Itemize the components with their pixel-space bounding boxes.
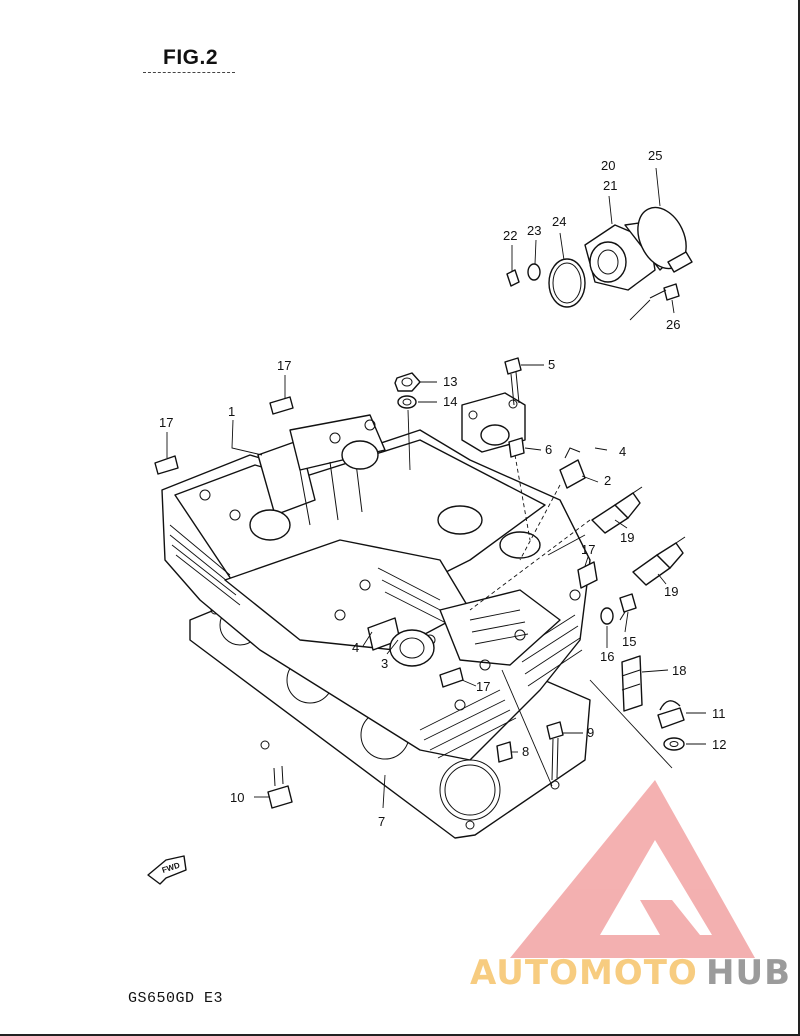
camshaft-holder-cap	[461, 392, 526, 453]
callout-numbers: 1 2 3 4 4 5 6 7 8 9 10 11 12 13 14 15 16…	[159, 148, 726, 829]
callout-2: 2	[604, 473, 611, 488]
callout-14: 14	[443, 394, 457, 409]
screw-26	[649, 283, 680, 301]
callout-23: 23	[527, 223, 541, 238]
callout-4-right: 4	[619, 444, 626, 459]
callout-19-lower: 19	[664, 584, 678, 599]
callout-21: 21	[603, 178, 617, 193]
o-ring-24	[548, 258, 586, 308]
callout-9: 9	[587, 725, 594, 740]
callout-8: 8	[522, 744, 529, 759]
callout-12: 12	[712, 737, 726, 752]
washer-14	[397, 395, 417, 409]
bolt-9	[546, 721, 564, 781]
callout-19-upper: 19	[620, 530, 634, 545]
figure-title: FIG.2	[163, 46, 219, 69]
leader-lines	[166, 167, 706, 809]
fwd-direction-arrow: FWD	[147, 855, 187, 885]
callout-7: 7	[378, 814, 385, 829]
callout-16: 16	[600, 649, 614, 664]
callout-26: 26	[666, 317, 680, 332]
callout-17-left: 17	[159, 415, 173, 430]
dowel-8	[496, 741, 513, 763]
callout-10: 10	[230, 790, 244, 805]
callout-17-bottom: 17	[476, 679, 490, 694]
spark-plug-lower	[632, 536, 686, 586]
callout-25: 25	[648, 148, 662, 163]
callout-13: 13	[443, 374, 457, 389]
callout-1: 1	[228, 404, 235, 419]
bolt-10	[267, 765, 293, 809]
washer-16	[600, 607, 614, 625]
callout-17-top: 17	[277, 358, 291, 373]
logo-triangle	[510, 780, 755, 958]
callout-24: 24	[552, 214, 566, 229]
title-underline	[143, 72, 235, 73]
callout-6: 6	[545, 442, 552, 457]
callout-4-left: 4	[352, 640, 359, 655]
callout-11: 11	[712, 706, 726, 721]
bolt-15	[619, 593, 637, 621]
logo-text-automoto: AUTOMOTO	[470, 953, 698, 993]
washer-12	[663, 737, 685, 751]
spark-plug-upper	[591, 486, 643, 534]
callout-20: 20	[601, 158, 615, 173]
logo-text-hub: HUB	[706, 953, 791, 993]
callout-15: 15	[622, 634, 636, 649]
callout-22: 22	[503, 228, 517, 243]
callout-5: 5	[548, 357, 555, 372]
dowel-6	[508, 437, 525, 458]
dowel-pins	[154, 396, 598, 688]
automotohub-logo: AUTOMOTO HUB	[470, 780, 791, 993]
cylinder-head	[161, 414, 591, 761]
nut-13	[394, 372, 421, 392]
bolt-5	[504, 357, 522, 406]
callout-17-right: 17	[581, 542, 595, 557]
acorn-nut-11	[657, 700, 685, 729]
washer-23	[527, 263, 541, 281]
callout-3: 3	[381, 656, 388, 671]
model-code: GS650GD E3	[128, 990, 224, 1007]
cap-18	[621, 655, 643, 712]
screw-22	[506, 269, 520, 287]
pin-2	[559, 447, 586, 489]
clamp-25	[637, 206, 693, 273]
callout-18: 18	[672, 663, 686, 678]
